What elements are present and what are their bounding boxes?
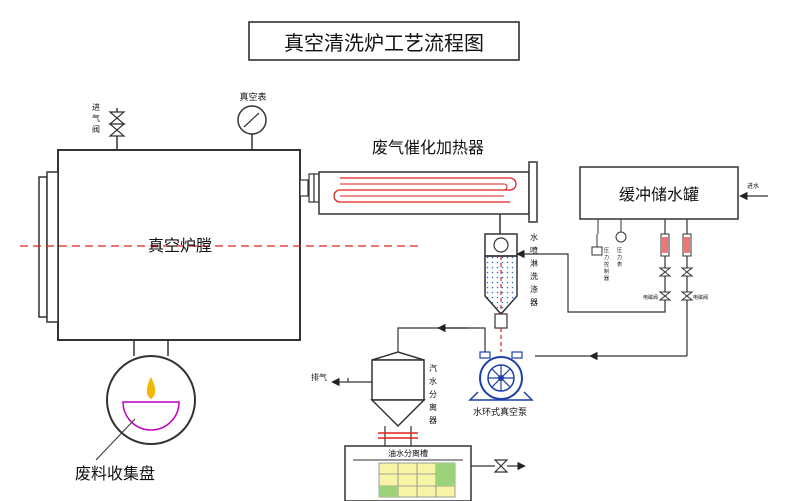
washer-char-2: 淋 bbox=[530, 258, 538, 268]
tray-label: 废料收集盘 bbox=[75, 464, 155, 483]
tray-arc bbox=[122, 401, 180, 431]
vacuum-gauge-label: 真空表 bbox=[239, 91, 266, 103]
intake-valve: 进 气 阀 bbox=[92, 103, 126, 150]
gauge1-char-2: 控 bbox=[604, 261, 609, 268]
flame-icon bbox=[146, 377, 156, 399]
gauge2-char-2: 表 bbox=[617, 261, 622, 268]
buffer-tank-label: 缓冲储水罐 bbox=[619, 185, 699, 204]
valve-icon bbox=[108, 111, 126, 125]
heating-coil bbox=[333, 177, 517, 203]
sep-char-0: 汽 bbox=[429, 363, 437, 373]
washer-char-0: 水 bbox=[530, 232, 538, 242]
washer-char-5: 器 bbox=[530, 298, 538, 307]
washer-char-4: 涤 bbox=[530, 284, 538, 294]
washer-char-1: 喷 bbox=[530, 245, 538, 255]
vacuum-gauge: 真空表 bbox=[237, 91, 267, 150]
title-box: 真空清洗炉工艺流程图 bbox=[248, 21, 520, 61]
pump-icon bbox=[488, 365, 514, 391]
exhaust-line: 排气 bbox=[311, 372, 372, 387]
return-line bbox=[516, 249, 666, 313]
water-in-label: 进水 bbox=[747, 182, 759, 190]
gauge1-char-0: 压 bbox=[604, 248, 609, 254]
intake-valve-char-2: 阀 bbox=[92, 125, 100, 134]
solenoid-2-label: 电磁阀 bbox=[693, 294, 708, 301]
pump-outlet-line bbox=[397, 327, 486, 352]
vacuum-pump: 水环式真空泵 bbox=[468, 351, 534, 418]
sep-char-3: 离 bbox=[429, 402, 437, 412]
vacuum-furnace: 真空炉膛 bbox=[20, 149, 420, 341]
diagram-title: 真空清洗炉工艺流程图 bbox=[284, 31, 484, 55]
washer-char-3: 洗 bbox=[530, 271, 538, 281]
heater-label: 废气催化加热器 bbox=[372, 138, 484, 157]
gauge1-char-4: 器 bbox=[604, 276, 609, 282]
gauge2-char-0: 压 bbox=[617, 248, 622, 254]
vapor-separator: 汽 水 分 离 器 bbox=[370, 351, 437, 446]
sep-char-2: 分 bbox=[429, 390, 437, 399]
sep-char-1: 水 bbox=[429, 376, 437, 386]
sep-char-4: 器 bbox=[429, 416, 437, 425]
furnace-label: 真空炉膛 bbox=[148, 236, 212, 255]
oil-water-tank: 油水分离槽 bbox=[344, 445, 526, 501]
solenoid-1-label: 电磁阀 bbox=[643, 294, 658, 301]
gauge2-char-1: 力 bbox=[617, 254, 622, 261]
pressure-gauge-icon bbox=[615, 231, 627, 243]
exhaust-label: 排气 bbox=[311, 372, 327, 382]
waste-tray: 废料收集盘 bbox=[75, 340, 196, 483]
intake-valve-char-0: 进 bbox=[92, 103, 100, 112]
outlet-valve-icon bbox=[493, 459, 509, 473]
pump-label: 水环式真空泵 bbox=[473, 406, 527, 418]
intake-valve-char-1: 气 bbox=[92, 113, 100, 123]
gauge1-char-3: 制 bbox=[604, 268, 609, 275]
gauge1-char-1: 力 bbox=[604, 254, 609, 261]
catalytic-heater: 废气催化加热器 bbox=[318, 138, 538, 223]
flange-connector bbox=[299, 173, 320, 203]
buffer-pipes: 压 力 控 制 器 压 力 表 电磁阀 电磁阀 bbox=[591, 219, 708, 356]
spray-washer: 水 喷 淋 洗 涤 器 bbox=[484, 232, 538, 352]
buffer-tank: 缓冲储水罐 进水 bbox=[579, 166, 768, 220]
oil-water-label: 油水分离槽 bbox=[388, 448, 428, 458]
